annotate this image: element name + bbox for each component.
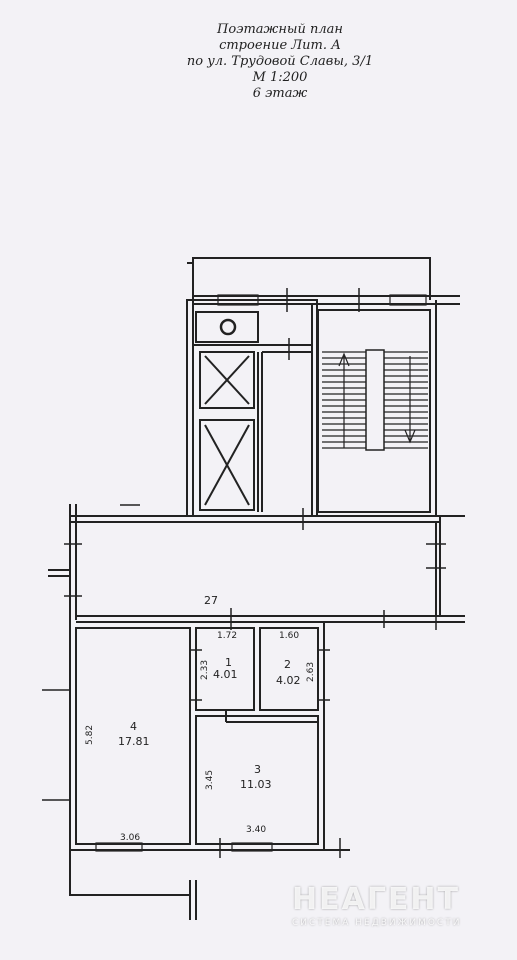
room-3-number: 3: [254, 763, 261, 776]
room-1-width: 1.72: [217, 631, 237, 641]
room-3-area: 11.03: [240, 778, 272, 791]
room-4-width: 3.06: [120, 833, 140, 843]
room-2: [259, 627, 319, 711]
room-3: [195, 715, 319, 845]
floor-label: 6 этаж: [252, 86, 308, 101]
title-line-2: строение Лит. А: [219, 38, 341, 53]
room-1-height: 2.33: [200, 660, 210, 680]
room-3-height: 3.45: [205, 770, 215, 790]
window: [95, 842, 143, 852]
room-1-number: 1: [225, 656, 232, 669]
room-2-height: 2.63: [306, 662, 316, 682]
vent-shaft: [195, 311, 259, 343]
room-2-width: 1.60: [279, 631, 299, 641]
scale-label: М 1:200: [252, 70, 308, 85]
stair-flight-right: [384, 351, 428, 449]
elevator-shaft-1: [199, 351, 255, 409]
title-line-3: по ул. Трудовой Славы, 3/1: [186, 54, 374, 69]
room-4-area: 17.81: [118, 735, 150, 748]
elevator-shaft-2: [199, 419, 255, 511]
elevator-cross-icon: [204, 355, 250, 405]
watermark-tagline: СИСТЕМА НЕДВИЖИМОСТИ: [292, 918, 462, 928]
watermark: НЕАГЕНТ СИСТЕМА НЕДВИЖИМОСТИ: [292, 882, 492, 929]
watermark-brand: НЕАГЕНТ: [292, 882, 460, 917]
room-2-number: 2: [284, 658, 291, 671]
lower-balcony-outline: [69, 850, 190, 896]
room-2-area: 4.02: [276, 674, 301, 687]
corridor-number: 27: [204, 594, 218, 607]
title-line-1: Поэтажный план: [217, 22, 343, 37]
window: [231, 842, 273, 852]
elevator-cross-icon: [204, 424, 250, 506]
window: [217, 294, 259, 306]
stair-up-arrow-icon: [338, 352, 350, 367]
plan-title-block: Поэтажный план строение Лит. А по ул. Тр…: [150, 22, 410, 102]
window: [389, 294, 427, 306]
room-4-number: 4: [130, 720, 137, 733]
room-1-area: 4.01: [213, 668, 238, 681]
stair-down-arrow-icon: [404, 429, 416, 444]
door-marks: [42, 288, 446, 858]
vent-circle-icon: [219, 318, 237, 336]
room-3-width: 3.40: [246, 825, 266, 835]
stairwell: [317, 309, 431, 513]
stair-landing: [365, 349, 385, 451]
room-4-height: 5.82: [85, 725, 95, 745]
balcony-outline: [192, 257, 431, 300]
